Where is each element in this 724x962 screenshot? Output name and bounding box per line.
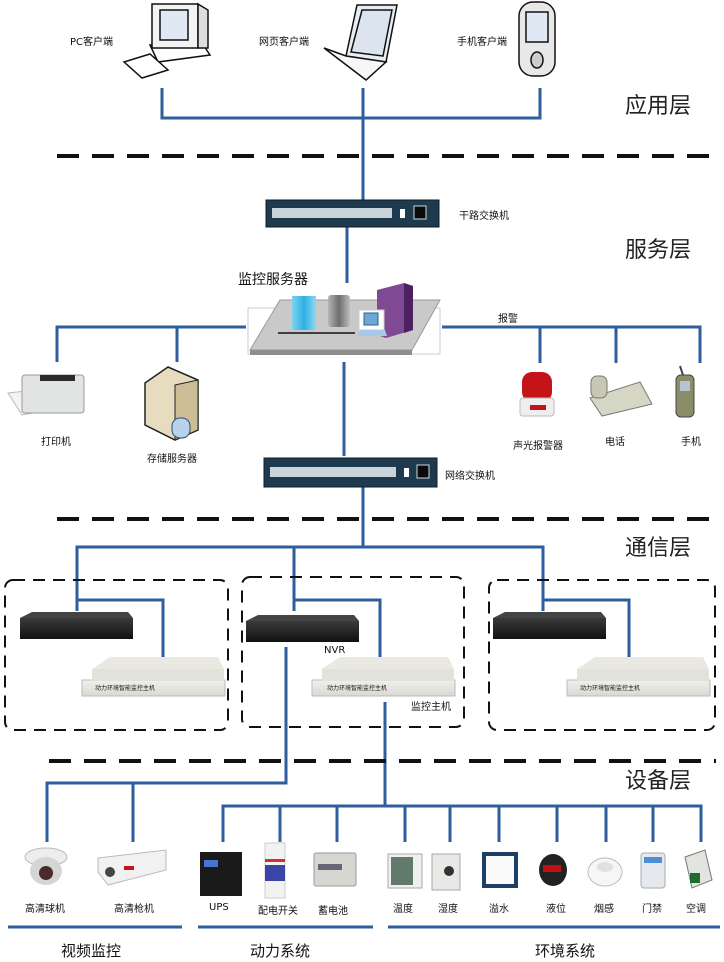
- dome-camera-icon: [24, 847, 68, 885]
- printer-icon: [7, 374, 85, 416]
- telephone-label: 电话: [605, 437, 625, 448]
- app-bus-link: [160, 88, 542, 120]
- liquid-level-label: 液位: [546, 904, 566, 915]
- monitoring-server-label: 监控服务器: [238, 272, 308, 288]
- ac-label: 空调: [686, 904, 706, 915]
- power-group-title: 动力系统: [250, 942, 311, 960]
- laptop-icon: [323, 4, 398, 81]
- network-switch-label: 网络交换机: [445, 471, 495, 482]
- layer-dividers: [49, 154, 716, 763]
- nvr-group-3: [493, 612, 711, 697]
- host-panel-text-3: 动力环境智能监控主机: [580, 685, 641, 692]
- nvr-icon: [493, 612, 606, 639]
- environment-group-title: 环境系统: [535, 942, 596, 960]
- printer-label: 打印机: [41, 437, 71, 448]
- liquid-level-sensor-icon: [539, 854, 567, 886]
- layer-label-communication: 通信层: [625, 536, 692, 561]
- monitoring-host-icon: [311, 657, 456, 697]
- network-switch-icon: [263, 457, 438, 488]
- bullet-camera-icon: [97, 849, 167, 886]
- circuit-breaker-label: 配电开关: [258, 906, 298, 917]
- mobile-phone-label: 手机: [681, 437, 701, 448]
- storage-server-icon: [144, 366, 199, 441]
- nvr-label: NVR: [324, 645, 346, 656]
- monitoring-server-icon: [247, 283, 441, 355]
- nvr-group-2: [246, 615, 456, 697]
- mobile-client-label: 手机客户端: [457, 37, 507, 48]
- access-control-label: 门禁: [642, 904, 662, 915]
- nvr-icon: [20, 612, 133, 639]
- nvr-group-boxes: [4, 576, 716, 731]
- access-control-icon: [640, 852, 666, 889]
- smoke-detector-icon: [587, 857, 623, 887]
- monitoring-host-label: 监控主机: [411, 702, 451, 713]
- group-box-3: [488, 579, 716, 731]
- telephone-icon: [589, 375, 653, 417]
- nvr-camera-link: [45, 647, 288, 842]
- desktop-pc-icon: [122, 2, 212, 79]
- temperature-label: 温度: [393, 904, 413, 915]
- group-box-1: [4, 579, 229, 731]
- web-client-label: 网页客户端: [259, 37, 309, 48]
- nvr-icon: [246, 615, 359, 642]
- water-leak-label: 溢水: [489, 904, 509, 915]
- group1-host-link: [77, 598, 165, 661]
- layer-label-device: 设备层: [625, 769, 692, 794]
- pc-client-label: PC客户端: [70, 37, 114, 48]
- layer-label-service: 服务层: [625, 238, 692, 263]
- strobe-alarm-icon: [519, 372, 555, 417]
- ac-controller-icon: [684, 849, 713, 889]
- mobile-phone-icon: [675, 365, 695, 418]
- dome-camera-label: 高清球机: [25, 904, 65, 915]
- group-box-2: [241, 576, 465, 728]
- pda-icon: [518, 1, 556, 77]
- group2-host-link: [294, 598, 382, 661]
- ups-icon: [200, 852, 242, 896]
- layer-label-application: 应用层: [625, 94, 692, 119]
- sensor-bus-link: [221, 804, 703, 842]
- video-group-title: 视频监控: [61, 942, 122, 960]
- trunk-switch-icon: [265, 199, 440, 228]
- strobe-alarm-label: 声光报警器: [513, 441, 563, 452]
- battery-label: 蓄电池: [318, 906, 348, 917]
- bullet-camera-label: 高清枪机: [114, 904, 154, 915]
- host-panel-text-2: 动力环境智能监控主机: [327, 685, 388, 692]
- server-alarm-link: [442, 325, 702, 363]
- trunk-switch-label: 干路交换机: [459, 211, 509, 222]
- temperature-sensor-icon: [387, 853, 423, 889]
- group3-host-link: [543, 598, 631, 661]
- humidity-label: 湿度: [438, 904, 458, 915]
- storage-server-label: 存储服务器: [147, 454, 197, 465]
- circuit-breaker-icon: [264, 842, 286, 899]
- smoke-detector-label: 烟感: [594, 904, 614, 915]
- humidity-sensor-icon: [431, 853, 461, 891]
- battery-icon: [313, 852, 357, 887]
- alarm-label: 报警: [498, 314, 518, 325]
- water-leak-sensor-icon: [482, 852, 518, 888]
- host-panel-text-1: 动力环境智能监控主机: [95, 685, 156, 692]
- monitoring-host-icon: [81, 657, 226, 697]
- nvr-group-1: [20, 612, 226, 697]
- ups-label: UPS: [209, 902, 229, 913]
- monitoring-host-icon: [566, 657, 711, 697]
- server-left-link: [55, 325, 246, 362]
